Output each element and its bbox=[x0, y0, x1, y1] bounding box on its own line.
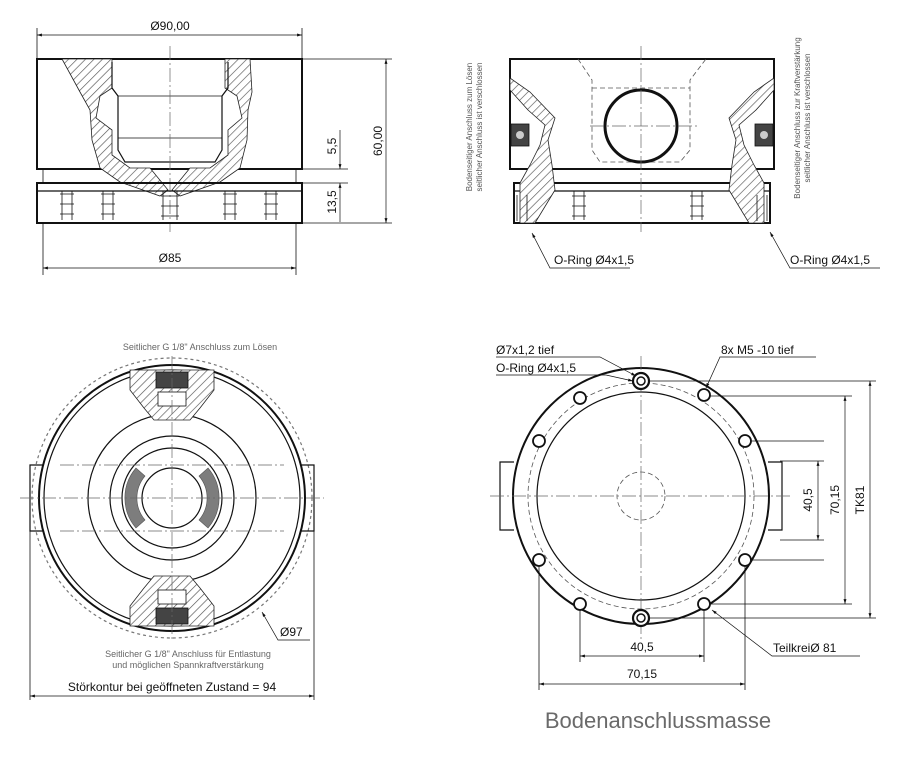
label-right-vertical-1: Bodenseitiger Anschluss zur Kraftverstär… bbox=[793, 37, 802, 198]
front-view: Ø90,00 60,00 5,5 bbox=[36, 19, 392, 275]
label-pitch-circle: TeilkreiØ 81 bbox=[773, 641, 837, 655]
dim-interference-contour: Störkontur bei geöffneten Zustand = 94 bbox=[68, 680, 277, 694]
drawing-title: Bodenanschlussmasse bbox=[545, 708, 771, 733]
label-m5-threads: 8x M5 -10 tief bbox=[721, 343, 794, 357]
section-hatch-left bbox=[61, 58, 169, 197]
dim-70-15-vertical: 70,15 bbox=[828, 485, 842, 515]
dim-top-width: Ø90,00 bbox=[150, 19, 190, 33]
side-section-view: Bodenseitiger Anschluss zum Lösen seitli… bbox=[465, 37, 880, 269]
label-bore: Ø7x1,2 tief bbox=[496, 343, 555, 357]
label-left-vertical-2: seitlicher Anschluss ist verschlossen bbox=[475, 63, 484, 192]
section-hatch-right bbox=[171, 58, 253, 197]
dim-outer-diameter: Ø97 bbox=[280, 625, 303, 639]
left-channel-hatch bbox=[509, 77, 556, 224]
dim-40-5-horizontal: 40,5 bbox=[630, 640, 654, 654]
bottom-view: Ø7x1,2 tief O-Ring Ø4x1,5 8x M5 -10 tief… bbox=[490, 343, 876, 690]
dim-40-5-vertical: 40,5 bbox=[801, 488, 815, 512]
dim-step: 5,5 bbox=[325, 137, 339, 154]
label-side-port-relief-2: und möglichen Spannkraftverstärkung bbox=[112, 660, 264, 670]
dim-base-height: 13,5 bbox=[325, 190, 339, 214]
label-right-vertical-2: seitlicher Anschluss ist verschlossen bbox=[803, 54, 812, 183]
base-threaded-holes bbox=[60, 191, 278, 220]
right-channel-hatch bbox=[728, 77, 775, 224]
dim-base-width: Ø85 bbox=[159, 251, 182, 265]
top-view: Seitlicher G 1/8" Anschluss zum Lösen Ø9… bbox=[20, 342, 324, 700]
m5-threaded-holes bbox=[532, 388, 752, 611]
label-side-port-relief-1: Seitlicher G 1/8" Anschluss für Entlastu… bbox=[105, 649, 271, 659]
label-side-port-release: Seitlicher G 1/8" Anschluss zum Lösen bbox=[123, 342, 277, 352]
label-oring-bottom: O-Ring Ø4x1,5 bbox=[496, 361, 576, 375]
dim-70-15-horizontal: 70,15 bbox=[627, 667, 657, 681]
dim-total-height: 60,00 bbox=[371, 126, 385, 156]
dim-tk81: TK81 bbox=[853, 485, 867, 514]
oring-right-label: O-Ring Ø4x1,5 bbox=[790, 253, 870, 267]
label-left-vertical-1: Bodenseitiger Anschluss zum Lösen bbox=[465, 63, 474, 192]
oring-left-label: O-Ring Ø4x1,5 bbox=[554, 253, 634, 267]
